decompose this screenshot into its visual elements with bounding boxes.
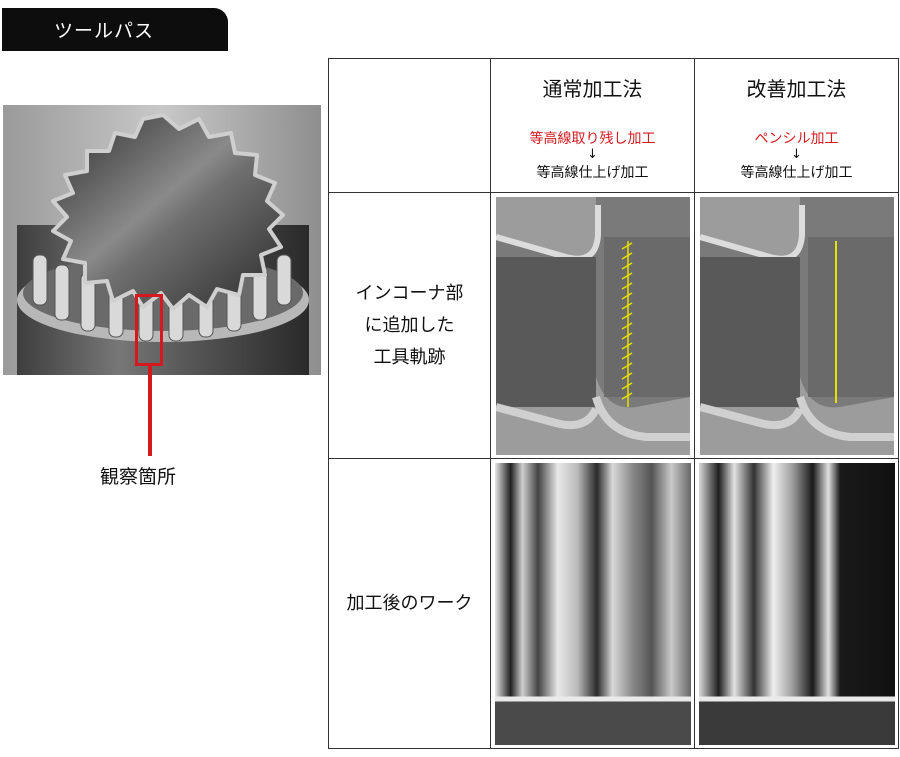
- row-label-line: インコーナ部: [355, 282, 464, 304]
- method-black: 等高線仕上げ加工: [740, 165, 853, 181]
- row-label-workpiece: 加工後のワーク: [328, 458, 491, 749]
- workpiece-conventional: [490, 458, 695, 749]
- column-header-conventional: 通常加工法 等高線取り残し加工 ↓ 等高線仕上げ加工: [490, 58, 695, 193]
- row-label-line: 工具軌跡: [373, 346, 446, 368]
- callout-line: [148, 366, 152, 456]
- comparison-table: 通常加工法 等高線取り残し加工 ↓ 等高線仕上げ加工 改善加工法 ペンシル加工 …: [328, 58, 899, 749]
- toolpath-conventional: [490, 192, 695, 459]
- method-black: 等高線仕上げ加工: [536, 165, 649, 181]
- workpiece-photo-improved: [698, 462, 895, 745]
- toolpath-render-improved: [699, 196, 894, 455]
- arrow-down-icon: ↓: [791, 147, 802, 162]
- column-header-improved: 改善加工法 ペンシル加工 ↓ 等高線仕上げ加工: [694, 58, 899, 193]
- method-red: 等高線取り残し加工: [529, 131, 656, 147]
- section-tag: ツールパス: [2, 8, 228, 51]
- observation-label: 観察箇所: [100, 466, 177, 488]
- column-title: 通常加工法: [542, 77, 643, 101]
- row-label-line: 加工後のワーク: [346, 592, 473, 614]
- observation-marker: [135, 294, 163, 366]
- row-label-line: に追加した: [364, 314, 455, 336]
- toolpath-improved: [694, 192, 899, 459]
- workpiece-photo-conventional: [494, 462, 691, 745]
- workpiece-improved: [694, 458, 899, 749]
- method-red: ペンシル加工: [754, 131, 839, 147]
- arrow-down-icon: ↓: [587, 147, 598, 162]
- row-label-toolpath: インコーナ部 に追加した 工具軌跡: [328, 192, 491, 459]
- workpiece-photo: [3, 105, 321, 375]
- toolpath-render-conventional: [495, 196, 690, 455]
- header-empty-cell: [328, 58, 491, 193]
- column-title: 改善加工法: [746, 77, 847, 101]
